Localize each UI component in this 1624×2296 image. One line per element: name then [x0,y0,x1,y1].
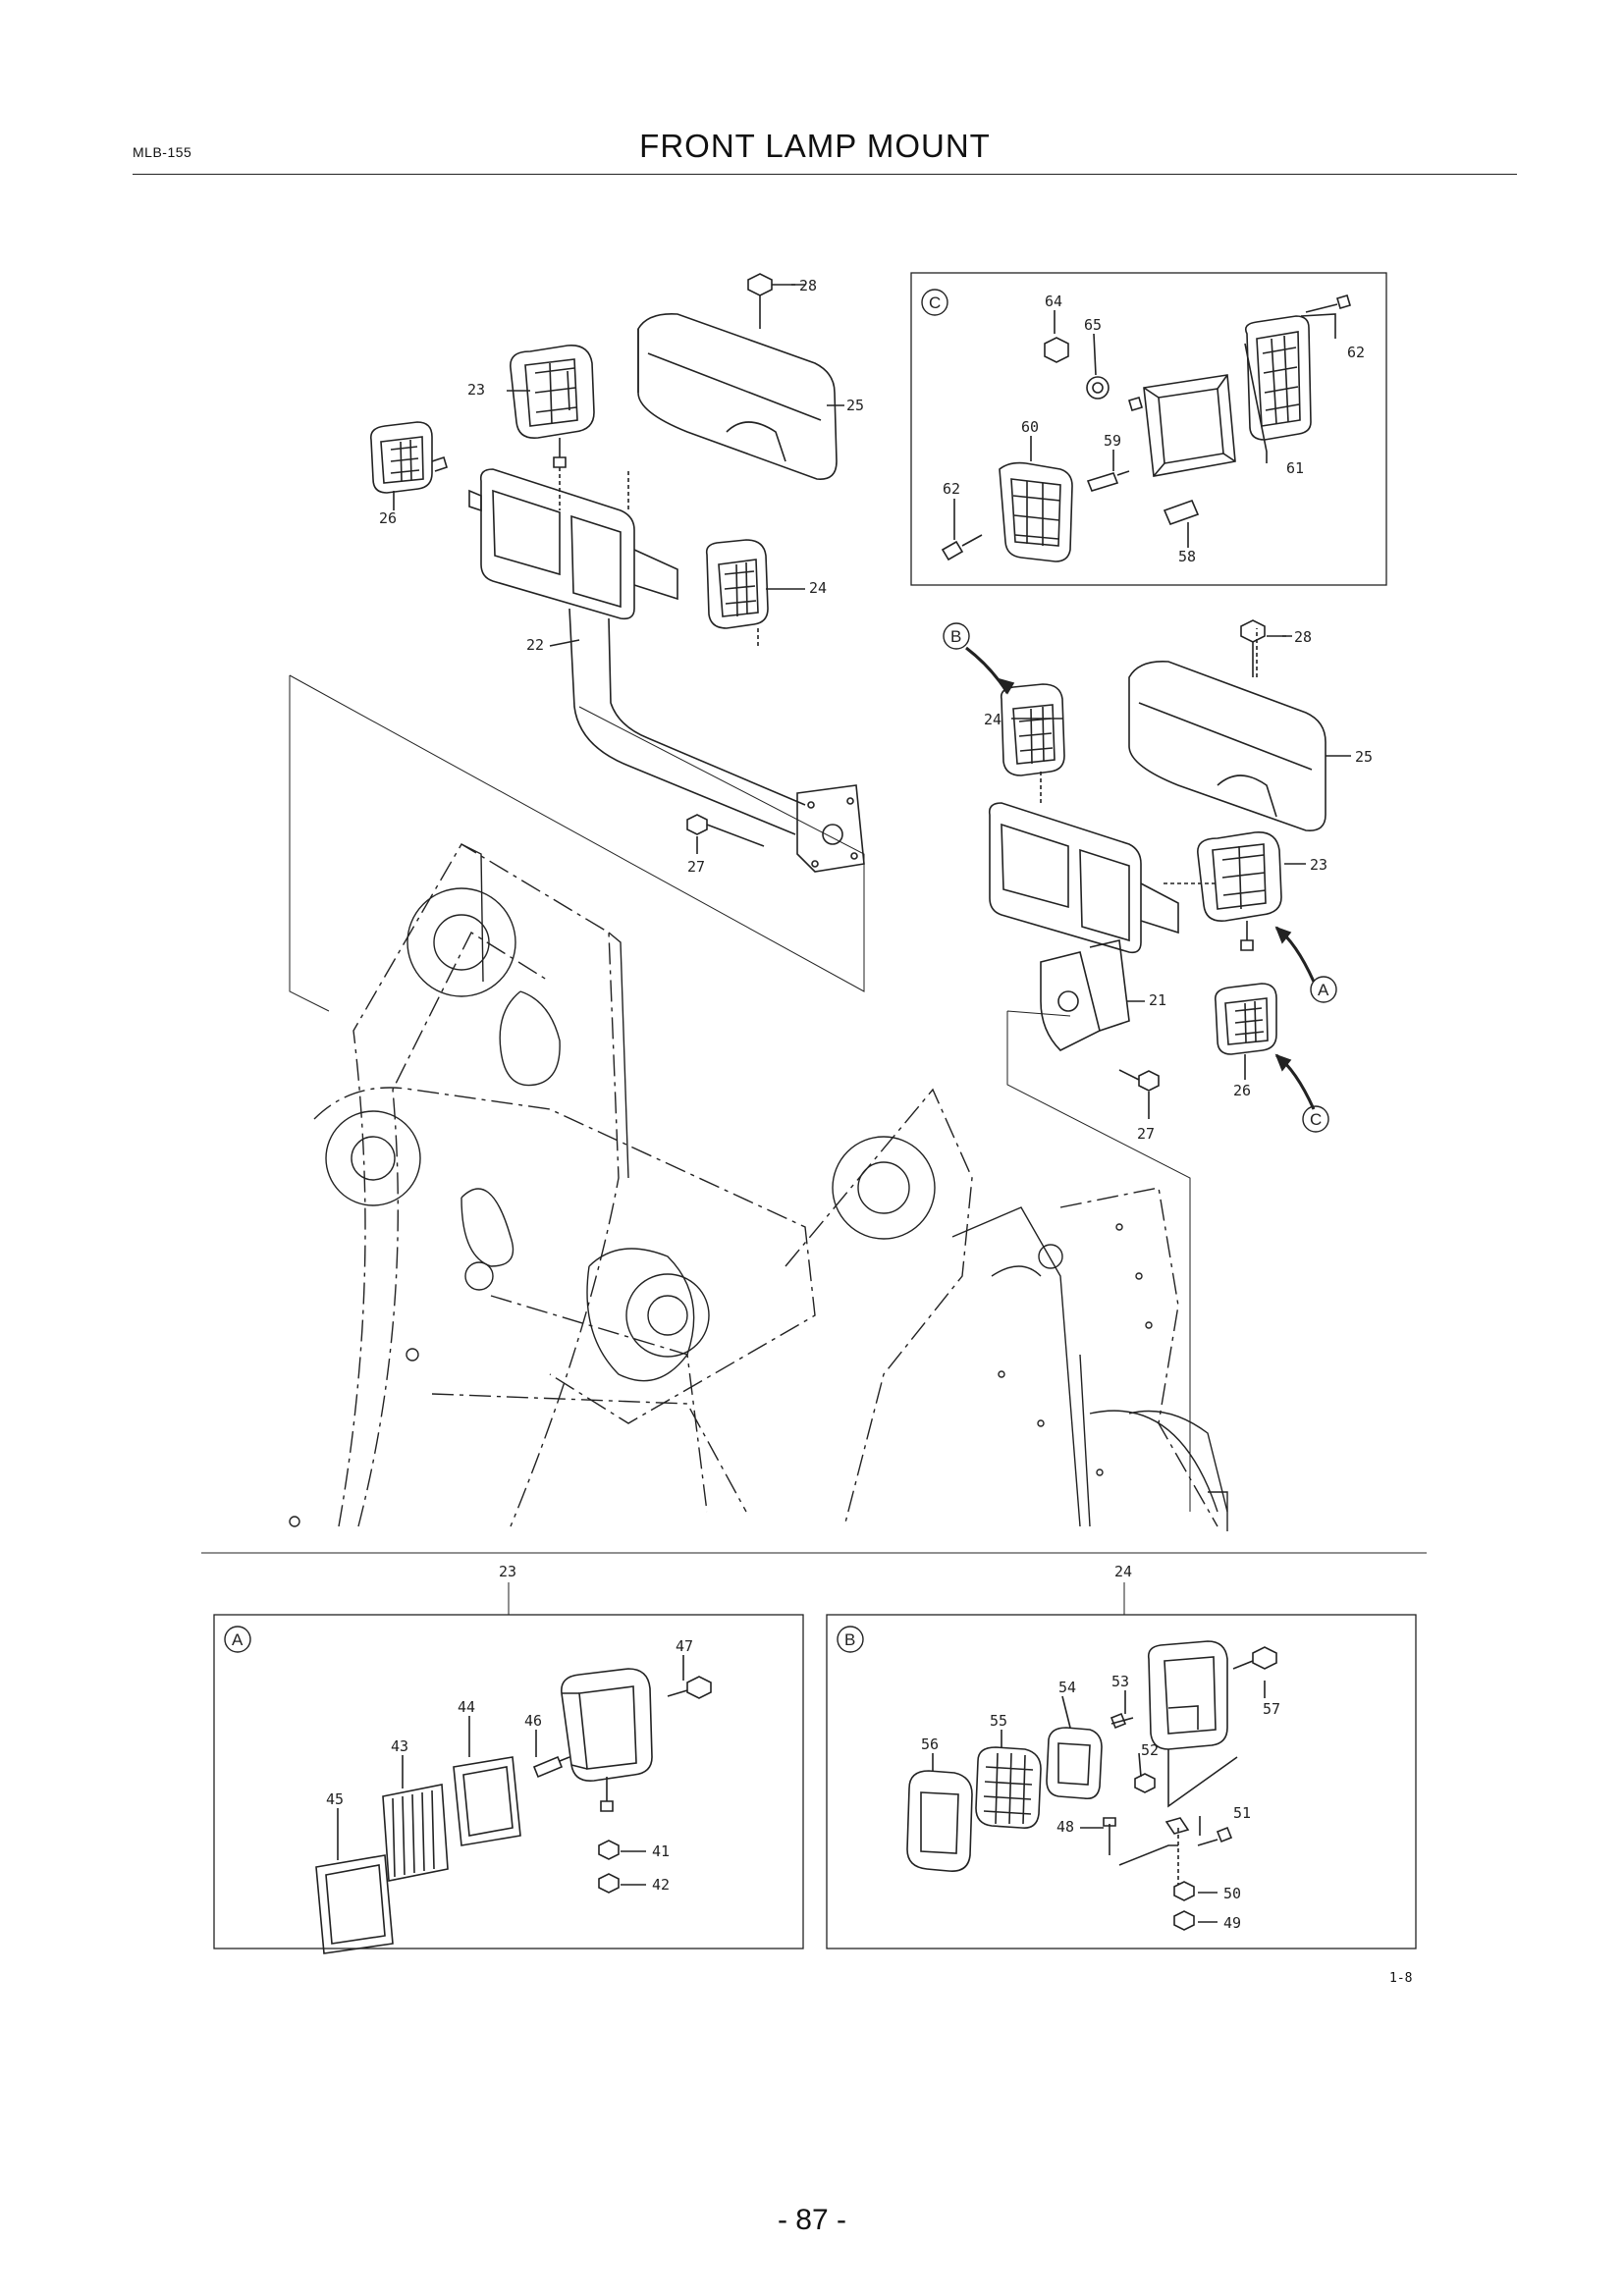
svg-text:A: A [232,1630,244,1649]
callout-24: 24 [809,579,827,597]
callout-48: 48 [1056,1818,1074,1836]
figure-code: 1-8 [1389,1971,1413,1986]
detail-c-frame [910,272,1387,586]
callout-25: 25 [846,397,864,414]
document-code: MLB-155 [133,144,192,160]
callout-28: 28 [799,277,817,294]
callout-21: 21 [1149,991,1166,1009]
callout-25-right: 25 [1355,748,1373,766]
page-title: FRONT LAMP MOUNT [639,128,991,164]
detail-c-parts [941,294,1351,562]
page-number: - 87 - [777,2204,847,2236]
callout-54: 54 [1058,1679,1076,1696]
callout-27: 27 [687,858,705,876]
callout-23: 23 [467,381,485,399]
detail-c-letter: C [921,289,948,316]
svg-text:C: C [1310,1110,1322,1129]
callout-26-right: 26 [1233,1082,1251,1099]
callout-62-left: 62 [943,480,960,498]
callout-64: 64 [1045,293,1062,310]
callout-27-right: 27 [1137,1125,1155,1143]
right-lamp-mount-assembly [965,619,1351,1512]
marker-a: A [1310,976,1337,1003]
left-lamp-mount-assembly [289,273,865,1012]
callout-41: 41 [652,1842,670,1860]
detail-b-letter: B [837,1626,864,1653]
callout-58: 58 [1178,548,1196,565]
svg-text:B: B [844,1630,855,1649]
detail-a-frame [213,1614,804,1949]
detail-a-letter: A [224,1626,251,1653]
callout-42: 42 [652,1876,670,1894]
callout-65: 65 [1084,316,1102,334]
svg-text:C: C [929,294,941,312]
callout-24-right: 24 [984,711,1001,728]
callout-23-right: 23 [1310,856,1327,874]
callout-62-top: 62 [1347,344,1365,361]
marker-b: B [943,622,970,650]
detail-b-parts [906,1640,1277,1931]
loader-frame [289,843,1228,1531]
callout-46: 46 [524,1712,542,1730]
marker-c: C [1302,1105,1329,1133]
callout-43: 43 [391,1737,408,1755]
header-divider [133,174,1517,175]
callout-28-right: 28 [1294,628,1312,646]
detail-a-assembly-label: 23 [499,1563,516,1580]
detail-b-frame [826,1614,1417,1949]
svg-text:B: B [950,627,961,646]
callout-47: 47 [676,1637,693,1655]
callout-53: 53 [1111,1673,1129,1690]
svg-text:A: A [1318,981,1329,999]
detail-a-parts [315,1655,712,1954]
callout-22: 22 [526,636,544,654]
callout-60: 60 [1021,418,1039,436]
callout-57: 57 [1263,1700,1280,1718]
callout-61: 61 [1286,459,1304,477]
callout-51: 51 [1233,1804,1251,1822]
callout-26: 26 [379,509,397,527]
callout-59: 59 [1104,432,1121,450]
callout-55: 55 [990,1712,1007,1730]
callout-56: 56 [921,1735,939,1753]
callout-50: 50 [1223,1885,1241,1902]
callout-49: 49 [1223,1914,1241,1932]
detail-b-assembly-label: 24 [1114,1563,1132,1580]
callout-44: 44 [458,1698,475,1716]
callout-45: 45 [326,1790,344,1808]
callout-52: 52 [1141,1741,1159,1759]
